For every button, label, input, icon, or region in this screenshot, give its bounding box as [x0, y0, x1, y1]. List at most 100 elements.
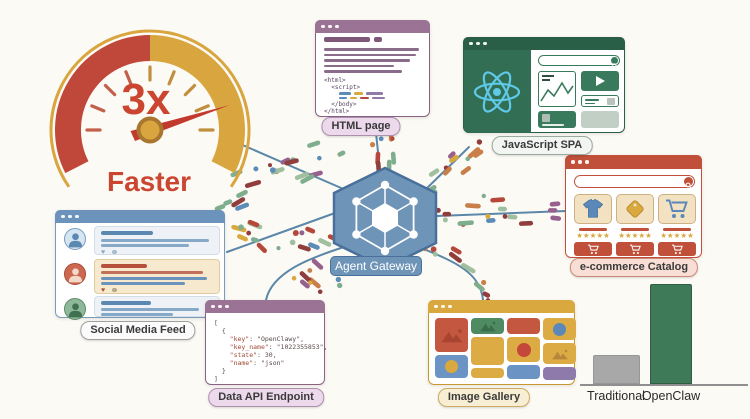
- cart-icon: [671, 244, 683, 254]
- gallery-photo-tile: [435, 318, 468, 352]
- add-to-cart-button: [616, 242, 654, 256]
- window-dot: [448, 304, 452, 309]
- mountain-photo-icon: [551, 349, 568, 359]
- product-card: [658, 194, 696, 224]
- label-openclaw: OpenClaw: [641, 389, 701, 403]
- window-dot: [469, 41, 473, 46]
- window-dot: [476, 41, 480, 46]
- post-heading-line: [101, 300, 151, 305]
- html-page-label: HTML page: [321, 117, 401, 136]
- card-thumbnail: [607, 98, 615, 105]
- code-token: [354, 92, 363, 95]
- spa-chart-card: [538, 71, 576, 107]
- gallery-grid: [435, 318, 576, 380]
- spa-info-card: [581, 95, 619, 107]
- post-text-line: [101, 313, 173, 316]
- photo-circle-icon: [516, 342, 531, 357]
- code-line: [: [214, 319, 218, 327]
- social-media-feed-label: Social Media Feed: [80, 321, 196, 340]
- code-line: {: [214, 327, 226, 335]
- spa-video-card: [581, 71, 619, 91]
- feed-post: ♥: [94, 259, 220, 294]
- post-text-line: [101, 238, 209, 242]
- card-text-line: [585, 99, 599, 101]
- gallery-photo-tile: [543, 318, 576, 340]
- agent-gateway-hexagon: [332, 166, 438, 270]
- like-heart-icon: ♥: [101, 286, 106, 294]
- mountain-photo-icon: [479, 321, 496, 332]
- gallery-photo-tile: [543, 343, 576, 364]
- gallery-photo-tile: [543, 367, 576, 380]
- window-dot: [483, 41, 487, 46]
- like-heart-icon: ♥: [101, 248, 106, 256]
- html-code-token-row: [339, 92, 383, 95]
- window-dot: [68, 214, 72, 219]
- card-thumbnail: [542, 114, 550, 122]
- person-icon: [68, 303, 82, 318]
- code-line: }: [214, 367, 226, 375]
- line-chart-icon: [540, 75, 574, 102]
- rating-stars: ★★★★★: [618, 231, 652, 240]
- product-grid: ★★★★★ ★: [574, 194, 696, 256]
- label-traditional: Traditional: [587, 389, 645, 403]
- line-to-image-gallery: [418, 246, 484, 301]
- spa-green-card: [538, 111, 576, 128]
- gallery-photo-tile: [471, 318, 504, 334]
- window-dot: [328, 24, 332, 29]
- window-dot: [75, 214, 79, 219]
- code-token: [339, 96, 347, 100]
- search-icon: [683, 177, 693, 189]
- code-token: [360, 96, 369, 100]
- gallery-photo-tile: [435, 355, 468, 378]
- line-to-data-api: [265, 246, 345, 301]
- product-column: ★★★★★: [616, 194, 654, 256]
- code-line: "name": "json": [214, 359, 285, 367]
- tshirt-icon: [582, 198, 604, 218]
- page-text-line: [324, 70, 402, 73]
- gallery-photo-tile: [507, 365, 540, 379]
- ecommerce-catalog-label: e-commerce Catalog: [569, 258, 699, 277]
- chart-baseline: [580, 384, 748, 386]
- page-text-line: [324, 48, 419, 51]
- feed-post: [94, 296, 220, 317]
- code-token: [366, 92, 383, 95]
- person-icon: [68, 233, 82, 248]
- user-avatar: [64, 263, 86, 285]
- card-text-line: [542, 124, 564, 126]
- add-to-cart-button: [574, 242, 612, 256]
- bar-traditional: [593, 355, 640, 384]
- gauge-arc-red: [55, 35, 151, 174]
- javascript-spa-label: JavaScript SPA: [491, 136, 593, 155]
- feed-post: ♥: [94, 226, 220, 256]
- social-titlebar: [55, 210, 225, 223]
- html-code-top: <html> <script>: [324, 77, 361, 91]
- spa-gray-card: [581, 111, 619, 128]
- code-line: "state": 30,: [214, 351, 277, 359]
- social-media-feed-window: ♥ ♥: [55, 210, 225, 320]
- comparison-bar-chart: Traditional OpenClaw: [580, 270, 750, 410]
- code-line: "key": "OpenClawy",: [214, 335, 305, 343]
- post-text-line: [101, 244, 189, 247]
- html-page-window: <html> <script> </body> </html>: [315, 20, 430, 117]
- agent-gateway-label: Agent Gateway: [330, 256, 422, 276]
- photo-circle-icon: [553, 322, 566, 336]
- gallery-column: [471, 318, 504, 380]
- code-token: [339, 92, 351, 95]
- network-icon: [352, 180, 418, 256]
- gallery-column: [435, 318, 468, 380]
- bar-openclaw: [650, 284, 692, 384]
- window-dot: [571, 160, 575, 164]
- product-title-line: [663, 228, 691, 231]
- html-page-titlebar: [315, 20, 430, 33]
- window-dot: [441, 304, 445, 309]
- gallery-photo-tile: [471, 337, 504, 365]
- javascript-spa-window: [463, 37, 625, 133]
- gallery-titlebar: [428, 300, 575, 313]
- gallery-photo-tile: [507, 318, 540, 334]
- code-token: [372, 96, 385, 100]
- product-card: [616, 194, 654, 224]
- post-heading-line: [101, 231, 153, 235]
- post-heading-line: [101, 264, 147, 268]
